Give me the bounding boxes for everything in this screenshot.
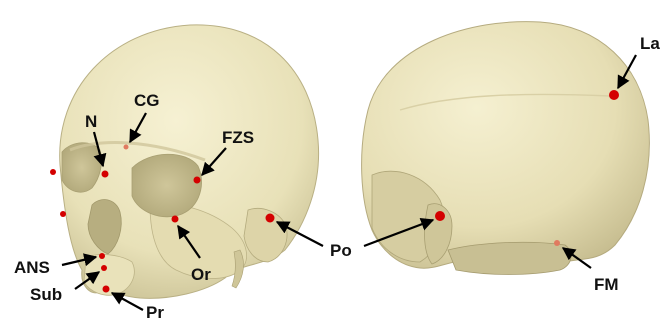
landmark-dot-n [102,171,109,178]
landmark-dot-po-back [435,211,445,221]
landmark-dot-cg [124,145,129,150]
landmark-dot-zygion-left [50,169,56,175]
skull-front-view [60,25,319,298]
label-fzs: FZS [222,128,254,147]
landmark-dot-po-front [266,214,275,223]
landmark-dot-la [609,90,619,100]
landmark-dot-or [172,216,179,223]
label-la: La [640,34,660,53]
label-po: Po [330,241,352,260]
label-cg: CG [134,91,160,110]
landmark-dot-sub [101,265,107,271]
landmark-dot-ans [99,253,105,259]
label-pr: Pr [146,303,164,322]
landmark-dot-fm [554,240,560,246]
label-fm: FM [594,275,619,294]
label-sub: Sub [30,285,62,304]
label-or: Or [191,265,211,284]
landmark-dot-fzs [194,177,201,184]
skull-front-orbit-right [132,154,201,217]
landmark-dot-lower-left [60,211,66,217]
label-ans: ANS [14,258,50,277]
landmark-dot-pr [103,286,110,293]
skull-back-view [362,22,650,275]
label-n: N [85,112,97,131]
skull-back-base [448,242,571,274]
